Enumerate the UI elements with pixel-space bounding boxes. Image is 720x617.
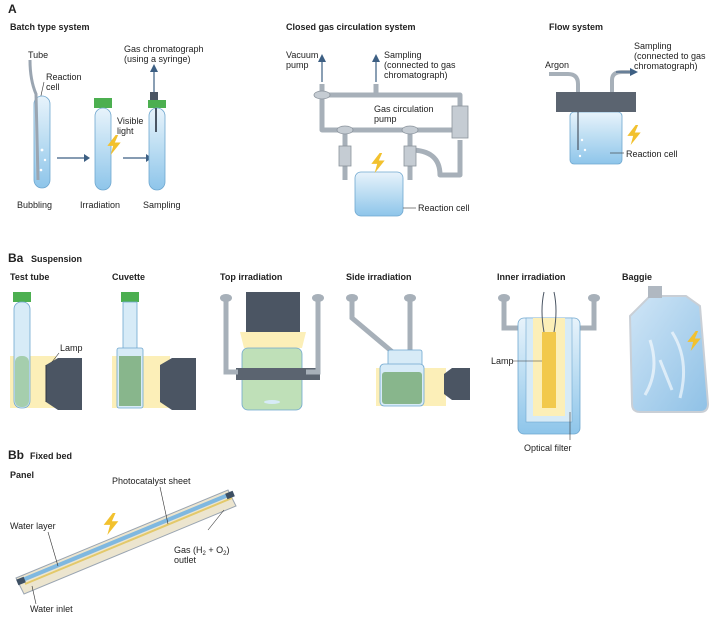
side-irradiation-setup: Side irradiation	[346, 272, 470, 407]
section-a-letter: A	[8, 2, 17, 16]
closed-title: Closed gas circulation system	[286, 22, 416, 32]
inner-irradiation-title: Inner irradiation	[497, 272, 566, 282]
section-bb-name: Fixed bed	[30, 451, 72, 461]
gas-outlet-label: Gas (H2 + O2)	[174, 545, 229, 557]
inner-irradiation-setup: Inner irradiation Lamp Optical filter	[491, 272, 600, 453]
closed-sampling-1: Sampling	[384, 50, 422, 60]
vacuum-label-2: pump	[286, 60, 309, 70]
panel-label: Panel	[10, 470, 34, 480]
baggie-bag	[628, 295, 710, 413]
cuvette-lamp	[160, 358, 196, 410]
tube-cap-green	[94, 98, 112, 108]
gas-circ-label-2: pump	[374, 114, 397, 124]
water-layer-label: Water layer	[10, 521, 56, 531]
gas-circulation-pump	[451, 105, 469, 139]
vacuum-label-1: Vacuum	[286, 50, 318, 60]
flow-sampling-3: chromatograph)	[634, 61, 698, 71]
irradiation-tube	[94, 107, 112, 191]
top-irradiation-title: Top irradiation	[220, 272, 282, 282]
reaction-cell-label-2: cell	[46, 82, 60, 92]
top-irradiation-setup: Top irradiation	[220, 272, 324, 411]
water-inlet-label: Water inlet	[30, 604, 73, 614]
cuvette-setup: Cuvette	[112, 272, 196, 410]
inner-lamp-label: Lamp	[491, 356, 514, 366]
cuvette-title: Cuvette	[112, 272, 145, 282]
batch-title: Batch type system	[10, 22, 90, 32]
visible-light-label-1: Visible	[117, 116, 143, 126]
section-ba-name: Suspension	[31, 254, 82, 264]
flow-bolt	[627, 125, 641, 145]
closed-reaction-cell	[354, 171, 404, 217]
bubbling-label: Bubbling	[17, 200, 52, 210]
flow-sampling-1: Sampling	[634, 41, 672, 51]
tube-label: Tube	[28, 50, 48, 60]
tube-cap-green-2	[148, 100, 166, 108]
gc-label-1: Gas chromatograph	[124, 44, 204, 54]
flow-sampling-2: (connected to gas	[634, 51, 706, 61]
closed-gas-system: Closed gas circulation system Vacuum pum…	[286, 22, 470, 217]
gc-label-2: (using a syringe)	[124, 54, 191, 64]
photocatalyst-sheet-label: Photocatalyst sheet	[112, 476, 191, 486]
closed-bolt	[371, 153, 385, 173]
closed-sampling-3: chromatograph)	[384, 70, 448, 80]
section-bb-letter: Bb	[8, 448, 24, 462]
side-lamp	[444, 368, 470, 400]
optical-filter-label: Optical filter	[524, 443, 572, 453]
closed-reaction-cell-label: Reaction cell	[418, 203, 470, 213]
baggie-setup: Baggie	[622, 272, 710, 413]
test-tube-title: Test tube	[10, 272, 49, 282]
panel-bolt	[103, 513, 119, 535]
closed-sampling-2: (connected to gas	[384, 60, 456, 70]
flow-reaction-cell-label: Reaction cell	[626, 149, 678, 159]
lamp-label: Lamp	[60, 343, 83, 353]
side-irradiation-title: Side irradiation	[346, 272, 412, 282]
argon-label: Argon	[545, 60, 569, 70]
gas-tube-line	[28, 59, 40, 181]
visible-light-label-2: light	[117, 126, 134, 136]
test-tube-lamp	[46, 358, 82, 410]
batch-system: Batch type system Tube Reaction cell Vis…	[10, 22, 204, 210]
test-tube-setup: Test tube Lamp	[10, 272, 83, 410]
gas-circ-label-1: Gas circulation	[374, 104, 434, 114]
outlet-label: outlet	[174, 555, 197, 565]
sampling-label: Sampling	[143, 200, 181, 210]
section-ba-letter: Ba	[8, 251, 24, 265]
baggie-title: Baggie	[622, 272, 652, 282]
flow-lid	[556, 92, 636, 112]
irradiation-label: Irradiation	[80, 200, 120, 210]
flow-title: Flow system	[549, 22, 603, 32]
inner-lamp	[542, 332, 556, 408]
fixed-bed-panel: Photocatalyst sheet Water layer Water in…	[10, 476, 237, 614]
reaction-cell-label-1: Reaction	[46, 72, 82, 82]
flow-system: Flow system Argon Sampling (connected to…	[545, 22, 706, 165]
